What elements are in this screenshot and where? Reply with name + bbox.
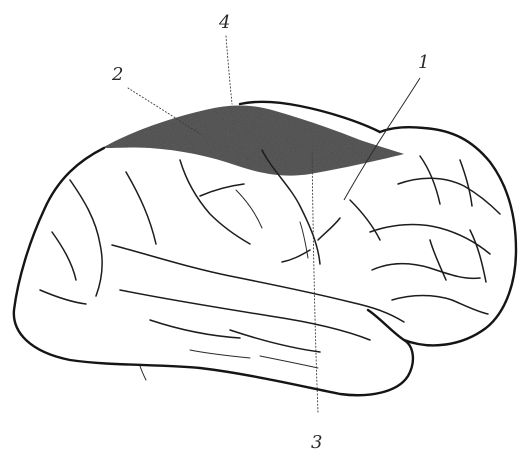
pointer-3 bbox=[312, 150, 318, 412]
callout-label-3: 3 bbox=[311, 432, 322, 453]
shaded-cortical-region bbox=[102, 106, 404, 176]
pointer-4 bbox=[226, 36, 232, 104]
callout-labels: 1 2 3 4 bbox=[111, 12, 429, 453]
callout-label-4: 4 bbox=[218, 12, 230, 33]
callout-label-2: 2 bbox=[111, 64, 123, 85]
callout-pointers bbox=[128, 36, 420, 412]
callout-label-1: 1 bbox=[418, 52, 429, 73]
